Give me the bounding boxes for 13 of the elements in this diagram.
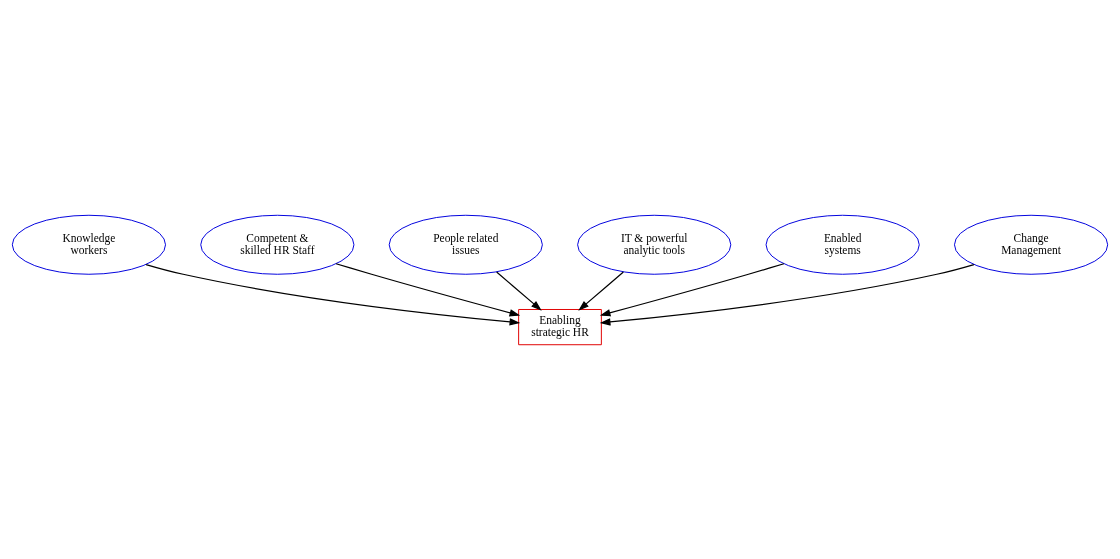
- node-box: Enabling strategic HR: [518, 308, 602, 345]
- node-ellipse: Knowledge workers: [11, 214, 166, 275]
- arrow: [335, 262, 521, 316]
- node-ellipse: IT & powerful analytic tools: [577, 214, 732, 275]
- node-ellipse: Enabled systems: [765, 214, 920, 275]
- arrow: [578, 270, 624, 311]
- arrow: [145, 263, 521, 326]
- node-ellipse: Change Management: [954, 214, 1109, 275]
- arrow: [599, 263, 975, 326]
- arrow: [599, 262, 785, 316]
- node-ellipse: People related issues: [388, 214, 543, 275]
- node-ellipse: Competent & skilled HR Staff: [200, 214, 355, 275]
- arrow: [496, 270, 542, 311]
